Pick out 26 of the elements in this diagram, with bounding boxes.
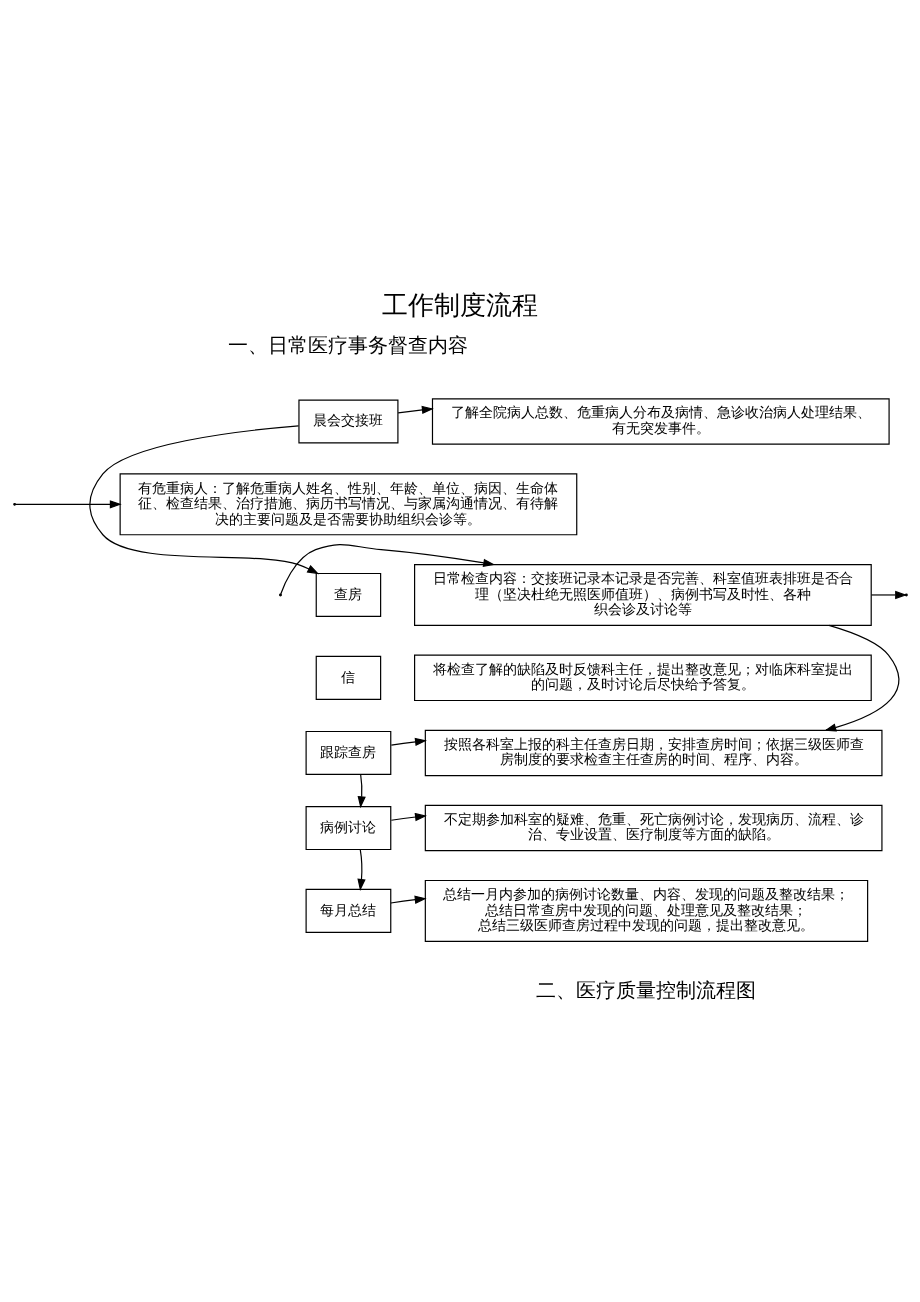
diagram-title: 工作制度流程 [382, 289, 538, 320]
node-box: 跟踪查房 [305, 730, 391, 775]
arrow [279, 544, 495, 595]
node-box: 信 [315, 655, 381, 700]
arrow [397, 405, 434, 415]
label: 一、日常医疗事务督查内容 [227, 333, 468, 358]
arrow [356, 848, 366, 891]
node-box: 每月总结 [305, 888, 391, 933]
arrow [823, 624, 899, 732]
node-box: 将检查了解的缺陷及时反馈科主任，提出整改意见；对临床科室提出的问题，及时讨论后尽快给予答复。 [413, 654, 872, 702]
node-box: 查房 [315, 572, 381, 618]
node-box: 有危重病人：了解危重病人姓名、性别、年龄、单位、病因、生命体征、检查结果、治疗措施、病历书写情况、与家属沟通情况、有待解决的主要问题及是否需要协助组织会诊等。 [119, 473, 577, 536]
label: 二、医疗质量控制流程图 [535, 978, 756, 1003]
arrow [14, 500, 122, 509]
node-box: 晨会交接班 [297, 399, 398, 444]
node-box: 日常检查内容：交接班记录本记录是否完善、科室值班表排班是否合理（坚决杜绝无照医师值班）、病例书写及时性、各种 织会诊及讨论等 [413, 563, 872, 626]
node-box: 了解全院病人总数、危重病人分布及病情、急诊收治病人处理结果、有无突发事件。 [431, 398, 890, 445]
arrow [389, 895, 427, 904]
node-box: 病例讨论 [305, 806, 391, 851]
arrow [390, 812, 427, 822]
node-box: 不定期参加科室的疑难、危重、死亡病例讨论，发现病历、流程、诊治、专业设置、医疗制度等方面的缺陷。 [424, 804, 883, 852]
node-box: 总结一月内参加的病例讨论数量、内容、发现的问题及整改结果； 总结日常查房中发现的问题、处理意见及整改结果； 总结三级医师查房过程中发现的问题，提出整改意见。 [424, 879, 868, 942]
node-box: 按照各科室上报的科主任查房日期，安排查房时间；依据三级医师查房制度的要求检查主任查房的时间、程序、内容。 [424, 729, 883, 777]
arrow [357, 774, 366, 809]
arrow [88, 425, 319, 575]
arrow [390, 737, 427, 747]
